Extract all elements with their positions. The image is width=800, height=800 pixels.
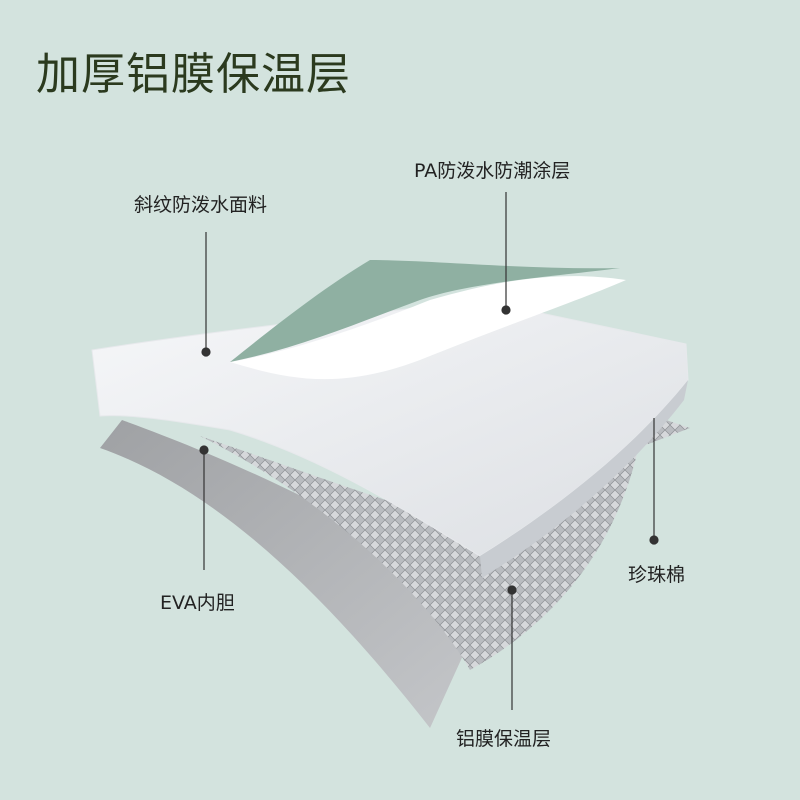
leader-dot-pa-coating xyxy=(501,305,511,315)
label-eva-liner: EVA内胆 xyxy=(160,592,235,614)
label-pa-coating: PA防泼水防潮涂层 xyxy=(414,160,571,182)
pearl-cotton-edge xyxy=(480,380,688,578)
label-aluminum-film: 铝膜保温层 xyxy=(456,728,552,750)
leader-dot-pearl-cotton xyxy=(649,535,659,545)
label-pearl-cotton: 珍珠棉 xyxy=(628,564,686,586)
leader-dot-twill-fabric xyxy=(201,347,211,357)
eva-liner-layer xyxy=(100,420,470,728)
leader-dot-aluminum-film xyxy=(507,585,517,595)
pa-coating-layer xyxy=(230,276,626,380)
page-title: 加厚铝膜保温层 xyxy=(36,49,351,100)
label-twill-fabric: 斜纹防泼水面料 xyxy=(134,194,268,216)
twill-fabric-layer xyxy=(230,260,620,362)
leader-dot-eva-liner xyxy=(199,445,209,455)
